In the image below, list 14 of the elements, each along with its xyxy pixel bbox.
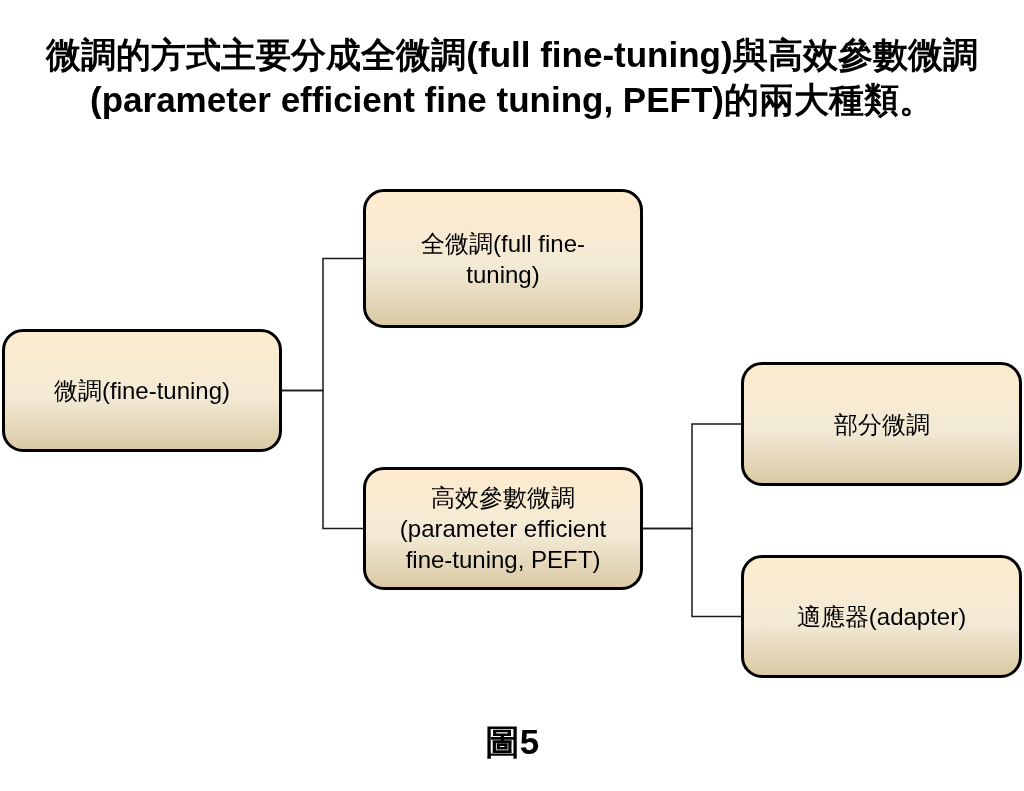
rounded-box: [363, 467, 643, 590]
box-label: 高效參數微調 (parameter efficient fine-tuning, PEFT): [398, 483, 608, 575]
figure-caption: 圖5: [484, 722, 540, 761]
connector-line: [642, 527, 742, 618]
rounded-box: [741, 362, 1022, 486]
rounded-box: [363, 189, 643, 328]
connector-line: [281, 389, 364, 530]
box-label: 微調(fine-tuning): [53, 376, 231, 406]
title: 微調的方式主要分成全微調(full fine-tuning)與高效參數微調(parameter efficient fine tuning, PEFT)的兩大種類。: [44, 34, 979, 121]
rounded-box: [2, 329, 282, 452]
box-label: 全微調(full fine-tuning): [420, 228, 586, 290]
box-label: 部分微調: [833, 409, 930, 440]
box-label: 適應器(adapter): [796, 602, 967, 632]
rounded-box: [741, 555, 1022, 678]
